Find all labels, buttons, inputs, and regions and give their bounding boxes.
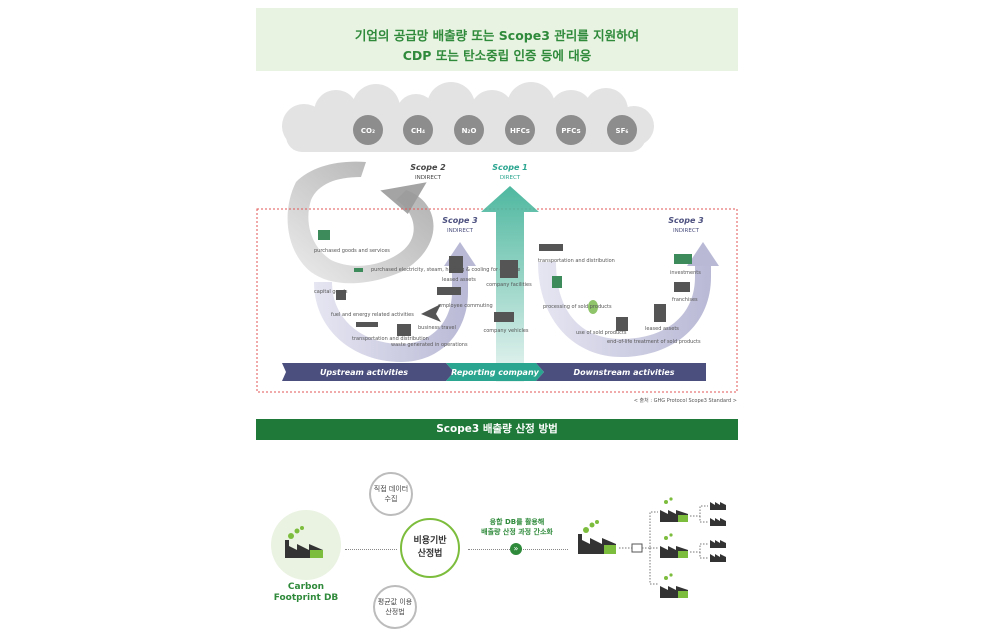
scope1-arrow [481,186,539,382]
circle-bottom-line1: 평균값 이용 [377,598,413,606]
building-down-icon [654,304,666,322]
main-factory-icon [578,520,616,554]
building-icon [449,256,463,273]
factory-icon [285,526,323,558]
label-capital-goods: capital goods [314,289,348,295]
magnifier-icon [631,543,643,553]
label-business-travel: business travel [418,325,456,331]
reporting-bar-label: Reporting company [451,368,540,377]
double-chevron-icon: » [510,543,522,555]
label-end-of-life: end-of-life treatment of sold products [607,339,701,345]
circle-bottom-line2: 산정법 [385,608,405,616]
gas-pfcs: PFCs [561,127,580,135]
scope2-sub: INDIRECT [415,175,442,181]
label-use-sold: use of sold products [576,330,627,336]
recycle-bin-icon [616,317,628,331]
scope3-up-title: Scope 3 [442,216,478,225]
scope3-down-sub: INDIRECT [673,228,700,234]
connector-db [345,549,397,550]
label-company-vehicles: company vehicles [483,328,528,334]
source-note: < 출처 : GHG Protocol Scope3 Standard > [634,397,737,404]
truck-icon [336,290,346,300]
gas-n2o: N₂O [462,127,477,135]
label-waste: waste generated in operations [391,342,468,348]
label-company-facilities: company facilities [486,282,532,288]
downstream-arrow-head [687,242,719,266]
downstream-icons [539,244,692,331]
scope2-title: Scope 2 [410,163,446,172]
gas-co2: CO₂ [361,127,375,135]
scope3-down-title: Scope 3 [668,216,704,225]
carbon-db-circle [271,510,341,580]
factory-icon [318,230,330,240]
method-title-bar: Scope3 배출량 산정 방법 [256,419,738,440]
scope1-title: Scope 1 [492,163,528,172]
scope3-up-sub: INDIRECT [447,228,474,234]
label-processing: processing of sold products [543,304,612,310]
arrow-text: 융합 DB를 활용해 배출량 산정 과정 간소화 [465,517,569,537]
waste-bin-icon [397,324,411,336]
ship-icon [356,322,378,327]
label-employee-commuting: employee commuting [438,303,493,309]
scope-diagram: CO₂ CH₄ N₂O HFCs PFCs SF₆ Scope 2 INDIRE… [256,82,738,404]
factory-down-icon [552,276,562,288]
ship-down-icon [539,244,563,251]
money-icon [674,254,692,264]
upstream-bar [282,363,454,381]
header-line-2: CDP 또는 탄소중립 인증 등에 대응 [402,48,592,63]
downstream-bar-label: Downstream activities [573,368,674,377]
facility-icon [500,260,518,278]
gas-hfcs: HFCs [510,127,530,135]
gas-sf6: SF₆ [616,127,629,135]
label-transport-down: transportation and distribution [538,258,615,264]
branch-factory-2 [660,533,688,558]
label-purchased-electricity: purchased electricity, steam, heating & … [371,267,520,273]
carbon-db-line1: Carbon [287,582,325,592]
upstream-arrow [314,265,468,362]
label-transport-up: transportation and distribution [352,336,429,342]
label-leased-assets-up: leased assets [442,277,476,283]
label-investments: investments [670,270,701,276]
plug-icon [354,268,363,272]
branch-factory-3 [660,573,688,598]
circle-top-line1: 직접 데이터 [373,485,409,493]
arrow-text-line1: 융합 DB를 활용해 [489,518,545,526]
scope1-sub: DIRECT [500,175,521,181]
label-leased-assets-down: leased assets [645,326,679,332]
gas-ch4: CH₄ [411,127,425,135]
header-banner: 기업의 공급망 배출량 또는 Scope3 관리를 지원하여 CDP 또는 탄소… [256,8,738,71]
carbon-db-label: Carbon Footprint DB [271,582,341,604]
label-franchises: franchises [672,297,698,303]
arrow-text-line2: 배출량 산정 과정 간소화 [481,528,553,536]
carbon-db-line2: Footprint DB [273,593,339,603]
sub-factories [710,502,726,562]
gas-circles: CO₂ CH₄ N₂O HFCs PFCs SF₆ [353,115,637,145]
bulb-icon [588,300,598,314]
upstream-icons [318,230,463,336]
reporting-bar [446,363,544,381]
label-fuel-energy: fuel and energy related activities [331,312,414,318]
scope2-arrow-head [380,182,427,215]
store-icon [674,282,690,292]
plane-icon [421,304,441,322]
label-purchased-goods: purchased goods and services [314,248,390,254]
circle-top-line2: 수집 [384,495,398,503]
train-icon [437,287,461,295]
upstream-bar-label: Upstream activities [320,368,408,377]
vehicle-icon [494,312,514,322]
scope2-arrow [287,161,434,284]
header-line-1: 기업의 공급망 배출량 또는 Scope3 관리를 지원하여 [354,28,640,43]
downstream-arrow [538,262,711,357]
downstream-bar [536,363,706,381]
branch-factory-1 [660,497,688,522]
factory-network [578,497,726,598]
circle-center-line1: 비용기반 [413,536,447,546]
circle-center-line2: 산정법 [417,549,443,559]
